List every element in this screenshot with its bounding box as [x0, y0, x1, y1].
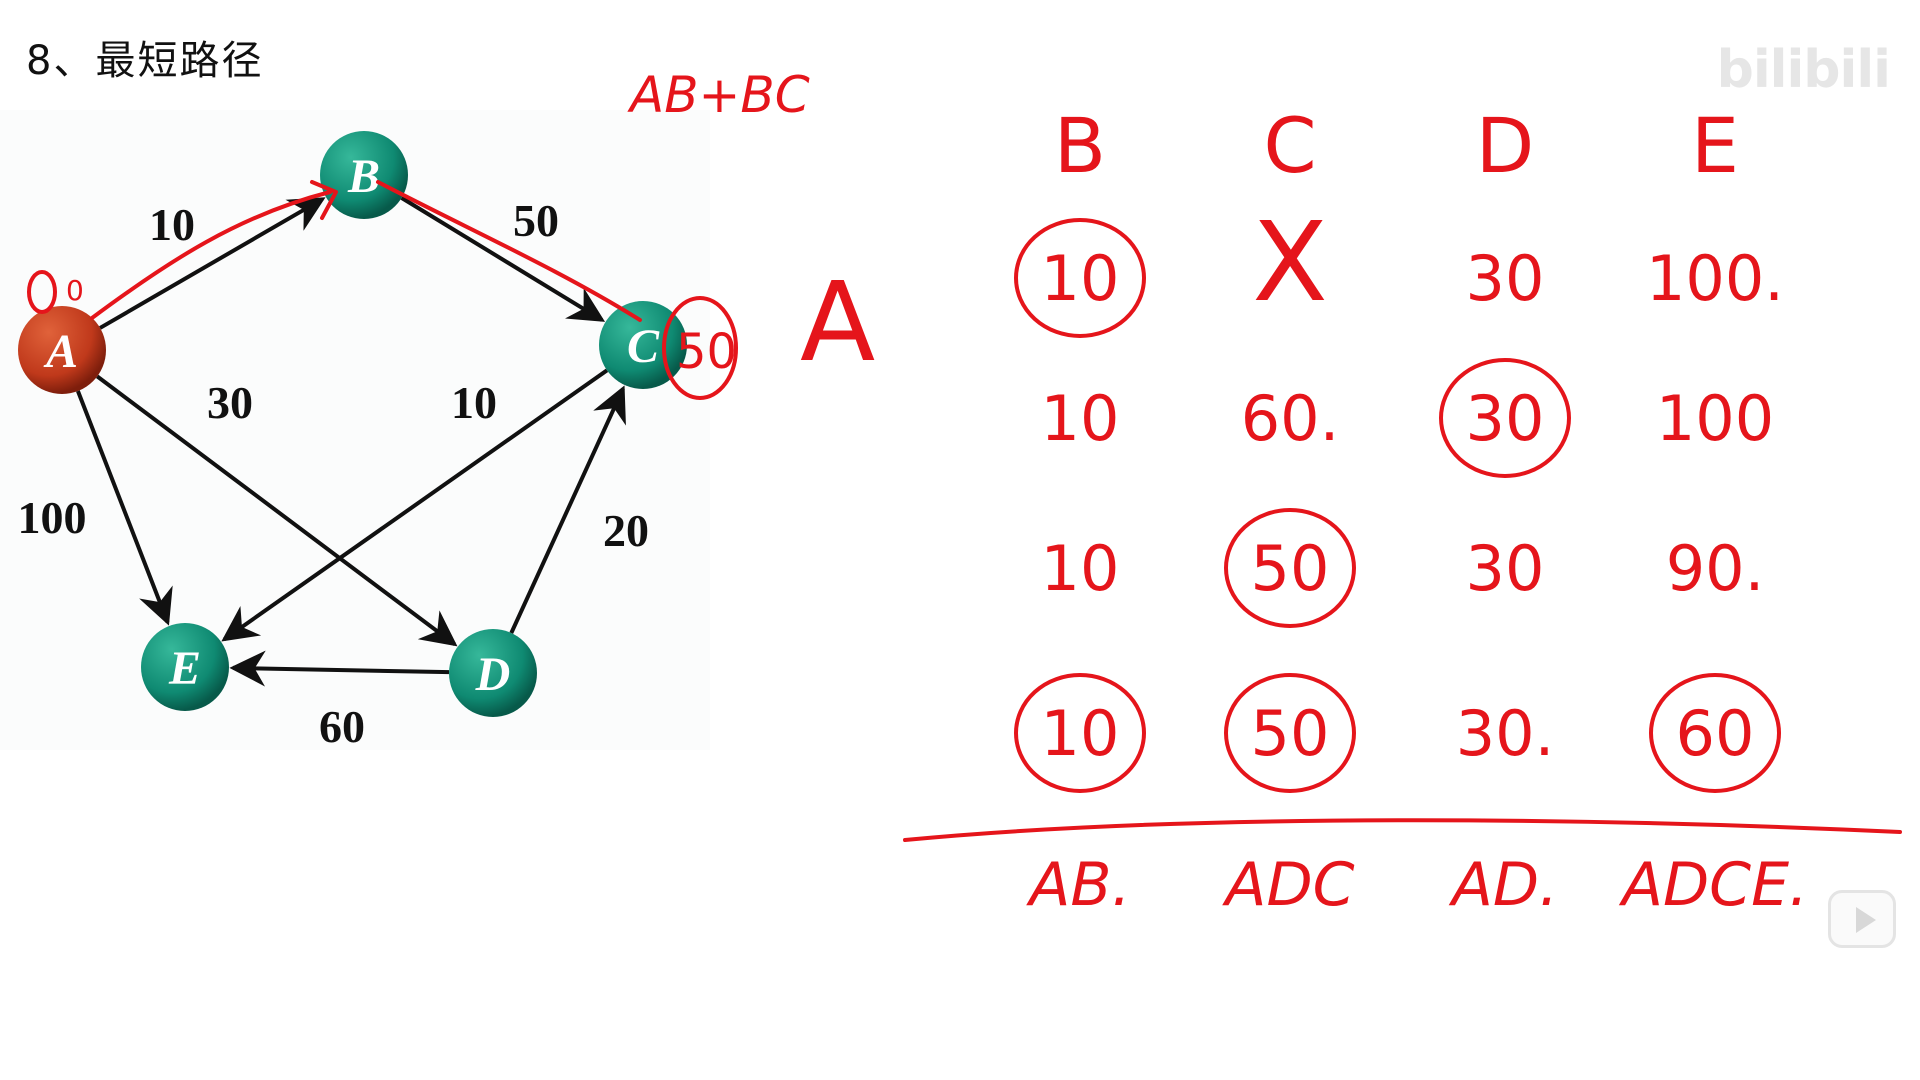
ink-start-distance: 0 — [66, 274, 84, 307]
table-columns: B C D E — [1054, 101, 1739, 190]
edge-weight-d-e: 60 — [319, 701, 365, 752]
node-circle — [141, 623, 229, 711]
table-cell: 10 — [1041, 697, 1120, 770]
table-cell-circle — [1014, 673, 1146, 793]
table-cell: 10 — [1041, 382, 1120, 455]
node-label: A — [43, 325, 78, 378]
edge-weight-c-e: 10 — [451, 377, 497, 428]
node-b: B — [320, 131, 408, 219]
table-cell-circle — [1224, 673, 1356, 793]
table-cell: 10 — [1041, 532, 1120, 605]
table-column-d: D — [1476, 101, 1535, 190]
table-cell: 30. — [1456, 697, 1555, 770]
table-cell-circle — [1439, 358, 1571, 478]
graph-nodes: A B C D E — [18, 131, 687, 717]
table-cell: 90. — [1666, 532, 1765, 605]
table-cell: 30 — [1466, 242, 1545, 315]
table-source-label: A — [800, 258, 875, 386]
table-path-label: ADC — [1221, 850, 1354, 920]
table-cell-circle — [1649, 673, 1781, 793]
node-d: D — [449, 629, 537, 717]
table-cell: X — [1252, 198, 1327, 326]
table-cell: 100. — [1646, 242, 1784, 315]
node-circle — [18, 306, 106, 394]
edge-weight-a-e: 100 — [18, 492, 87, 543]
edge-a-b — [99, 197, 326, 330]
bilibili-logo: bilibili — [1716, 40, 1891, 100]
node-a: A — [18, 306, 106, 394]
ink-top-note: AB+BC — [627, 66, 810, 124]
ink-start-circle — [27, 270, 57, 314]
graph-annotations: 0 50 AB+BC — [27, 66, 810, 400]
edge-a-d — [96, 374, 458, 647]
node-e: E — [141, 623, 229, 711]
table-paths: AB. ADC AD. ADCE. — [1025, 850, 1808, 920]
table-cell: 30 — [1466, 532, 1545, 605]
ink-path-bc — [376, 180, 642, 322]
ink-c-note: 50 — [676, 324, 737, 380]
node-label: C — [627, 320, 660, 373]
graph-edges — [76, 196, 626, 687]
table-divider — [903, 818, 1902, 842]
node-label: D — [475, 648, 511, 701]
table-cell: 30 — [1466, 382, 1545, 455]
node-label: E — [168, 642, 201, 695]
play-icon — [1856, 907, 1876, 933]
table-column-c: C — [1263, 101, 1316, 190]
table-path-label: AB. — [1025, 850, 1130, 920]
edge-weight-b-c: 50 — [513, 195, 559, 246]
ink-c-circle — [662, 296, 738, 400]
table-path-label: AD. — [1448, 850, 1558, 920]
table-column-b: B — [1054, 101, 1106, 190]
edge-d-c — [509, 385, 626, 634]
table-cell-circle — [1224, 508, 1356, 628]
table-cell: 10 — [1041, 242, 1120, 315]
page-title: 8、最短路径 — [26, 38, 264, 84]
node-label: B — [347, 150, 380, 203]
table-cell: 60 — [1676, 697, 1755, 770]
edge-d-e — [229, 650, 450, 687]
table-cell: 50 — [1251, 697, 1330, 770]
edge-weight-d-c: 20 — [603, 505, 649, 556]
node-circle — [320, 131, 408, 219]
play-button[interactable] — [1828, 890, 1896, 948]
edge-a-e — [76, 390, 173, 626]
ink-arrowhead-ab — [310, 180, 338, 220]
distance-table: A B C D E 10 X 30 100. 10 60. 30 100 10 50 30 90. 10 50 3… — [800, 101, 1902, 920]
graph-edge-labels: 10 50 30 10 100 20 60 — [18, 195, 650, 752]
table-column-e: E — [1691, 101, 1739, 190]
ink-path-ab — [90, 190, 332, 320]
table-cell-circle — [1014, 218, 1146, 338]
table-cell: 60. — [1241, 382, 1340, 455]
table-cell: 100 — [1656, 382, 1774, 455]
table-path-label: ADCE. — [1618, 850, 1808, 920]
edge-c-e — [221, 368, 609, 642]
edge-b-c — [400, 196, 606, 322]
edge-weight-a-b: 10 — [149, 199, 195, 250]
table-cell: 50 — [1251, 532, 1330, 605]
node-circle — [449, 629, 537, 717]
edge-weight-a-d: 30 — [207, 377, 253, 428]
table-cells: 10 X 30 100. 10 60. 30 100 10 50 30 90. 10 50 30. 60 — [1014, 198, 1784, 793]
